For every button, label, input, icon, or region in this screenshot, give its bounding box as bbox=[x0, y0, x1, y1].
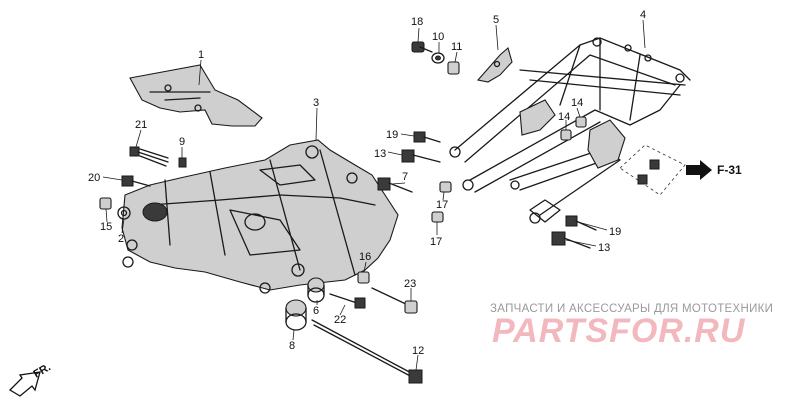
part-21-bolt[interactable] bbox=[129, 146, 169, 167]
part-1-bracket-plate[interactable] bbox=[129, 64, 263, 127]
callout-13-lower: 13 bbox=[598, 242, 610, 254]
part-16-nut[interactable] bbox=[357, 271, 370, 284]
part-23-bolt[interactable] bbox=[371, 287, 418, 314]
callout-22: 22 bbox=[334, 314, 346, 326]
reference-arrow-icon bbox=[686, 160, 712, 180]
callout-8: 8 bbox=[289, 340, 295, 352]
part-8-collar[interactable] bbox=[285, 299, 307, 331]
callout-labels: 1 2 3 4 5 6 7 8 9 10 11 12 13 13 14 14 1… bbox=[88, 9, 646, 357]
detail-box bbox=[619, 144, 686, 196]
part-10-collar[interactable] bbox=[431, 52, 445, 64]
front-direction-indicator: FR. bbox=[8, 361, 53, 397]
part-6-collar[interactable] bbox=[307, 277, 325, 303]
callout-6: 6 bbox=[313, 305, 319, 317]
callout-19-lower: 19 bbox=[609, 226, 621, 238]
part-5-small-bracket[interactable] bbox=[476, 47, 513, 83]
callout-14-b: 14 bbox=[558, 111, 570, 123]
part-3-main-frame[interactable] bbox=[121, 139, 399, 294]
callout-19-upper: 19 bbox=[386, 129, 398, 141]
part-12-long-bolt[interactable] bbox=[311, 319, 423, 384]
part-19-bolt-upper[interactable] bbox=[413, 131, 441, 143]
front-arrow-icon bbox=[8, 371, 41, 397]
part-18-bolt[interactable] bbox=[411, 41, 433, 53]
callout-16: 16 bbox=[359, 251, 371, 263]
callout-23: 23 bbox=[404, 278, 416, 290]
callout-15: 15 bbox=[100, 221, 112, 233]
callout-18: 18 bbox=[411, 16, 423, 28]
callout-20: 20 bbox=[88, 172, 100, 184]
part-7-bolt[interactable] bbox=[377, 177, 413, 193]
part-9-stud[interactable] bbox=[178, 157, 187, 168]
part-13-bolt-lower[interactable] bbox=[551, 231, 591, 249]
part-14-nut-b[interactable] bbox=[560, 129, 572, 141]
callout-13-upper: 13 bbox=[374, 148, 386, 160]
part-17-nut-upper[interactable] bbox=[439, 181, 452, 193]
callout-17-lower: 17 bbox=[430, 236, 442, 248]
callout-10: 10 bbox=[432, 31, 444, 43]
part-15-nut[interactable] bbox=[99, 197, 112, 210]
watermark-subtitle: ЗАПЧАСТИ И АКСЕССУАРЫ ДЛЯ МОТОТЕХНИКИ bbox=[490, 303, 774, 315]
part-20-bolt[interactable] bbox=[121, 175, 151, 187]
leader-lines bbox=[102, 19, 646, 371]
callout-1: 1 bbox=[198, 49, 204, 61]
svg-text:F-31: F-31 bbox=[717, 163, 742, 177]
watermark-logo: PARTSFOR.RU bbox=[492, 312, 746, 350]
callout-5: 5 bbox=[493, 14, 499, 26]
callout-7: 7 bbox=[402, 171, 408, 183]
part-14-nut-a[interactable] bbox=[575, 116, 587, 128]
part-11-nut[interactable] bbox=[447, 61, 460, 75]
callout-11: 11 bbox=[451, 41, 462, 53]
callout-17-upper: 17 bbox=[436, 199, 448, 211]
part-4-rear-subframe[interactable] bbox=[449, 37, 691, 224]
reference-f31[interactable]: F-31 bbox=[686, 160, 742, 180]
callout-14-a: 14 bbox=[571, 97, 583, 109]
part-13-bolt-upper[interactable] bbox=[401, 149, 441, 163]
part-17-nut-lower[interactable] bbox=[431, 211, 444, 223]
callout-3: 3 bbox=[313, 97, 319, 109]
callout-21: 21 bbox=[135, 119, 147, 131]
callout-2: 2 bbox=[118, 233, 124, 245]
callout-12: 12 bbox=[412, 345, 424, 357]
callout-9: 9 bbox=[179, 136, 185, 148]
callout-4: 4 bbox=[640, 9, 646, 21]
front-label: FR. bbox=[32, 361, 53, 380]
part-22-bolt[interactable] bbox=[329, 293, 366, 309]
